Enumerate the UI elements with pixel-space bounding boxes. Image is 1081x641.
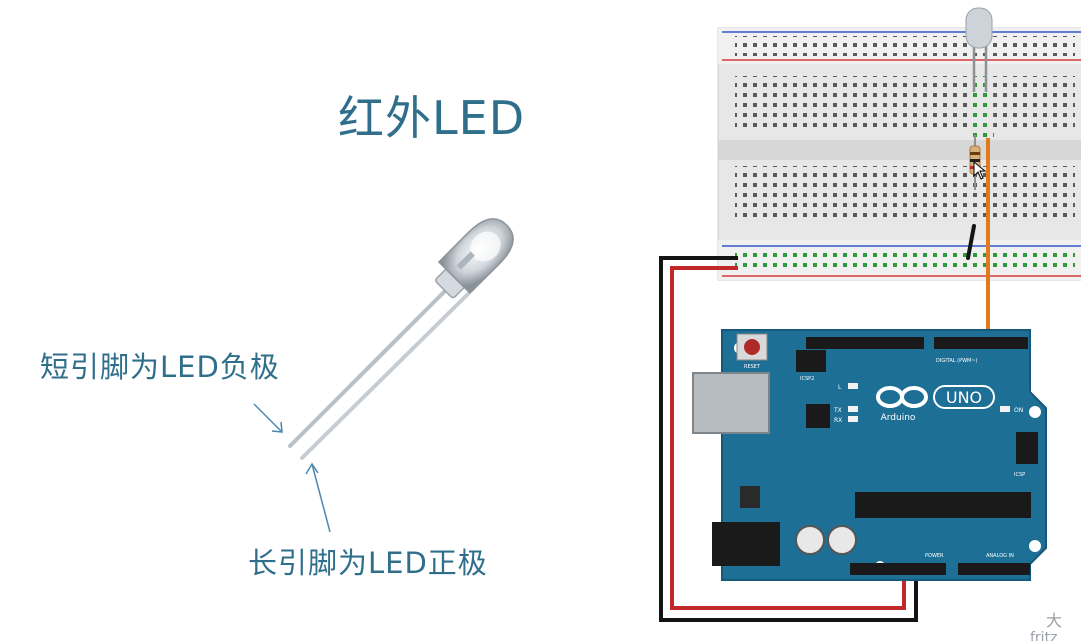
analog-header [958, 563, 1030, 575]
power-header [850, 563, 946, 575]
breadboard [717, 27, 1081, 281]
page-title: 红外LED [338, 91, 526, 145]
watermark-line2: fritz [1030, 630, 1057, 641]
digital-header-1 [806, 337, 924, 349]
breadboard-led [965, 7, 993, 92]
led-short-lead [288, 282, 454, 448]
icsp2-text: ICSP2 [800, 376, 814, 382]
power-text: POWER [925, 553, 944, 559]
board-brand-text: Arduino [881, 413, 916, 423]
usb-port [692, 372, 770, 434]
board-model-text: UNO [946, 388, 982, 407]
long-lead-label: 长引脚为LED正极 [248, 546, 488, 580]
ground-jumper [966, 224, 976, 260]
reset-button [744, 339, 760, 355]
atmega-chip [855, 492, 1031, 518]
short-lead-label: 短引脚为LED负极 [40, 350, 280, 384]
power-jack [712, 522, 780, 566]
red-power-wire [670, 266, 906, 610]
arduino-logo [876, 386, 928, 408]
led-long-lead [300, 292, 470, 460]
rx-text: RX [834, 417, 842, 424]
ir-led-component [288, 218, 514, 460]
mouse-cursor-icon [973, 160, 987, 180]
short-lead-arrow [253, 403, 283, 433]
reset-text: RESET [744, 364, 761, 370]
icsp-text: ICSP [1014, 472, 1025, 478]
arduino-uno-board [692, 329, 1047, 581]
digital-header-2 [934, 337, 1028, 349]
watermark-line1: 大 [1046, 611, 1062, 630]
black-ground-wire [659, 256, 918, 622]
analog-text: ANALOG IN [986, 553, 1014, 559]
digital-text: DIGITAL (PWM~) [936, 358, 978, 364]
on-text: ON [1014, 407, 1023, 414]
long-lead-arrow [305, 462, 331, 533]
led-l-text: L [838, 384, 842, 391]
tx-text: TX [833, 407, 842, 414]
